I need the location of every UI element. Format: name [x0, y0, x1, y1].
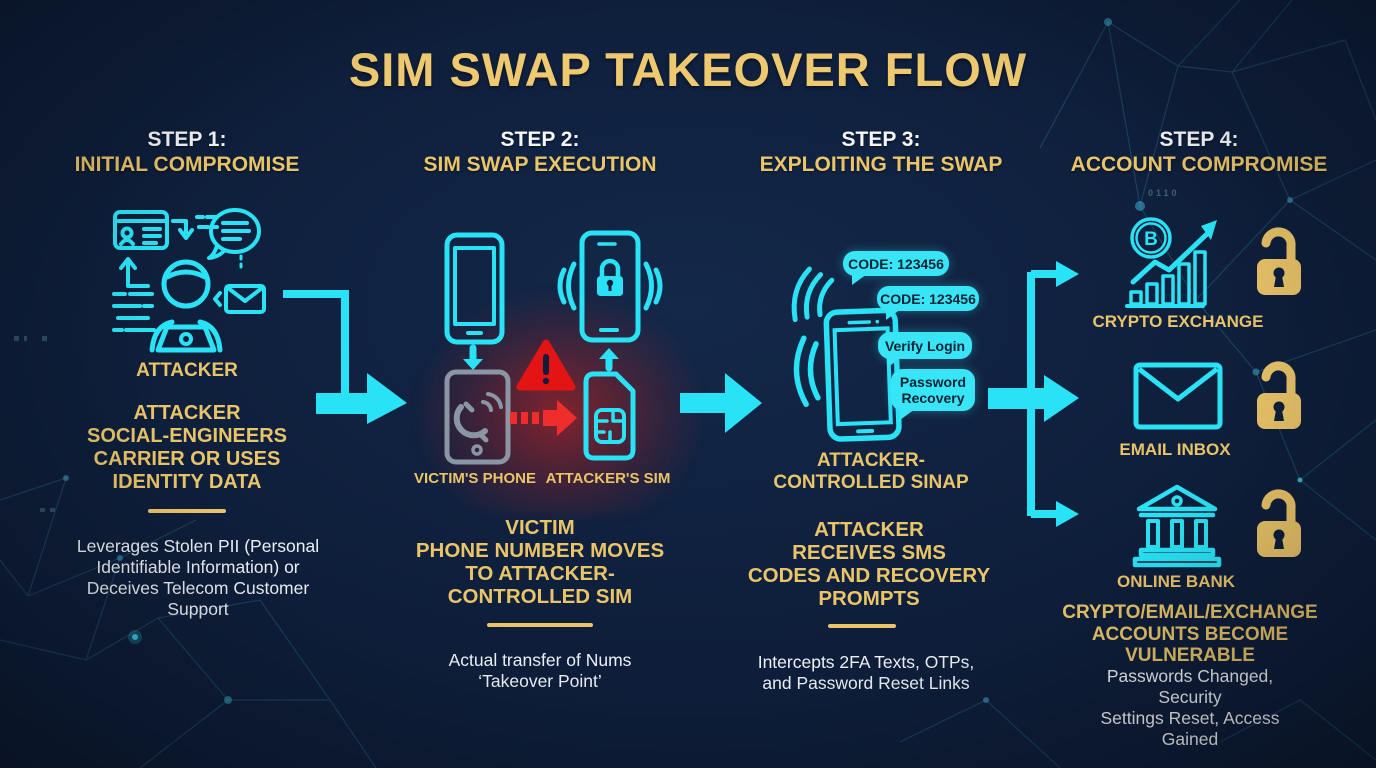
sms-bubble-text: Verify Login: [884, 337, 966, 354]
step3-label: STEP 3:: [841, 128, 921, 151]
email-inbox-label: EMAIL INBOX: [1119, 440, 1231, 459]
attackers-sim-caption: ATTACKER'S SIM: [545, 470, 671, 487]
step2-divider: [487, 623, 593, 627]
attacker-caption: ATTACKER: [136, 360, 238, 381]
step1-label: STEP 1:: [147, 128, 227, 151]
crypto-exchange-label: CRYPTO EXCHANGE: [1092, 312, 1264, 331]
step3-description: Intercepts 2FA Texts, OTPs, and Password…: [757, 652, 975, 693]
sms-bubble-code-2: CODE: 123456: [877, 286, 979, 320]
sms-bubble-text: CODE: 123456: [848, 255, 944, 272]
step2-name: SIM SWAP EXECUTION: [423, 153, 657, 176]
arrow-step2-to-step3: [680, 373, 762, 433]
arrow-step3-to-step4: [988, 261, 1079, 527]
online-bank-label: ONLINE BANK: [1116, 572, 1236, 591]
open-padlock-icon: [1257, 227, 1301, 295]
step3-heading: ATTACKER RECEIVES SMS CODES AND RECOVERY…: [747, 518, 991, 610]
step1-name: INITIAL COMPROMISE: [74, 153, 300, 176]
sim-swap-transfer-icon: [444, 230, 663, 465]
sms-bubble-password-recovery: Password Recovery: [891, 369, 975, 420]
open-padlock-icon: [1257, 361, 1301, 429]
step3-name: EXPLOITING THE SWAP: [759, 153, 1003, 176]
step4-name: ACCOUNT COMPROMISE: [1070, 153, 1328, 176]
step4-label: STEP 4:: [1159, 128, 1239, 151]
sms-bubble-text: Password Recovery: [899, 374, 967, 406]
sms-bubble-code-1: CODE: 123456: [843, 251, 949, 285]
bank-icon: [1132, 484, 1222, 568]
step1-description: Leverages Stolen PII (Personal Identifia…: [76, 536, 320, 619]
step4-heading: CRYPTO/EMAIL/EXCHANGE ACCOUNTS BECOME VU…: [1062, 602, 1318, 666]
attacker-phone-sms-icon: [791, 266, 902, 442]
step1-heading: ATTACKER SOCIAL-ENGINEERS CARRIER OR USE…: [86, 402, 288, 493]
step2-heading: VICTIM PHONE NUMBER MOVES TO ATTACKER- C…: [415, 516, 665, 608]
attacker-social-engineering-icon: [112, 208, 266, 353]
step2-label: STEP 2:: [500, 128, 580, 151]
sms-bubble-verify-login: Verify Login: [878, 332, 972, 368]
step2-description: Actual transfer of Nums ‘Takeover Point’: [448, 650, 632, 691]
step4-description: Passwords Changed, Security Settings Res…: [1100, 666, 1280, 749]
victims-phone-caption: VICTIM'S PHONE: [414, 470, 536, 487]
arrow-step1-to-step2: [283, 290, 407, 424]
binary-decoration: 0110: [1148, 188, 1180, 198]
step1-divider: [148, 509, 226, 513]
svg-text:B: B: [1144, 229, 1158, 250]
bitcoin-chart-icon: B: [1125, 217, 1217, 308]
sms-bubble-text: CODE: 123456: [880, 290, 976, 307]
envelope-icon: [1133, 362, 1223, 430]
step3-divider: [828, 624, 896, 628]
page-title: SIM SWAP TAKEOVER FLOW: [348, 43, 1028, 96]
attacker-controlled-sim-caption: ATTACKER- CONTROLLED SINAP: [773, 450, 969, 493]
open-padlock-icon: [1257, 489, 1301, 557]
